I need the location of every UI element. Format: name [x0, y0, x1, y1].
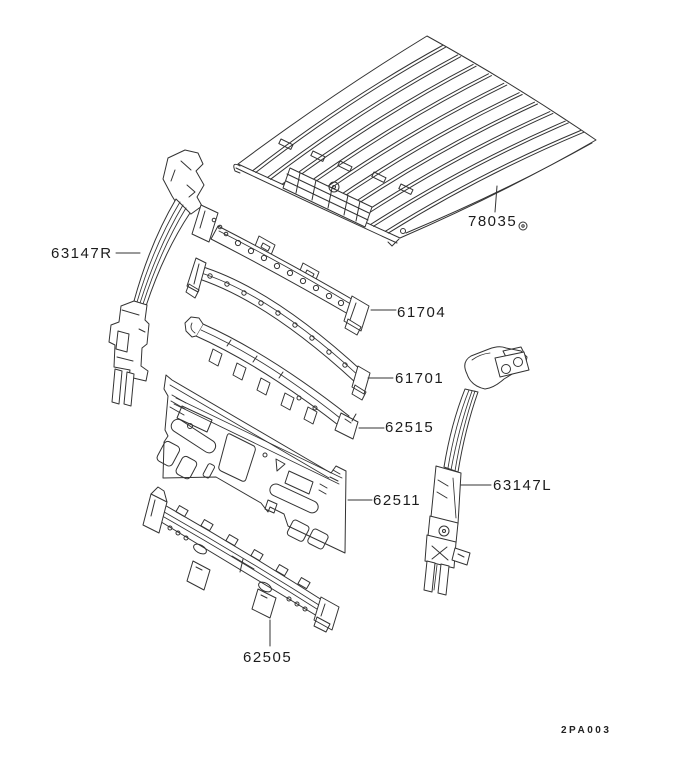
header-rail-61704: [191, 204, 370, 336]
part-label-78035: 78035: [468, 213, 518, 230]
support-rail-62515: [184, 316, 359, 440]
part-label-61704: 61704: [397, 304, 447, 321]
part-label-62515: 62515: [385, 419, 435, 436]
roof-rib-lines: [252, 45, 585, 234]
upper-crossmember-61701: [185, 257, 371, 401]
lower-crossmember-62505: [142, 486, 340, 633]
roof-panel-78035: [233, 35, 597, 247]
part-label-61701: 61701: [395, 370, 445, 387]
part-label-62511: 62511: [373, 492, 422, 509]
leader-lines: [115, 185, 498, 647]
sheet-code: 2PA003: [561, 725, 612, 736]
part-label-63147l: 63147L: [493, 477, 553, 494]
back-panel-62511: [156, 374, 347, 554]
part-label-63147r: 63147R: [51, 245, 113, 262]
pillar-left-63147l: [423, 346, 530, 596]
pillar-right-63147r: [108, 149, 205, 407]
part-label-62505: 62505: [243, 649, 293, 666]
